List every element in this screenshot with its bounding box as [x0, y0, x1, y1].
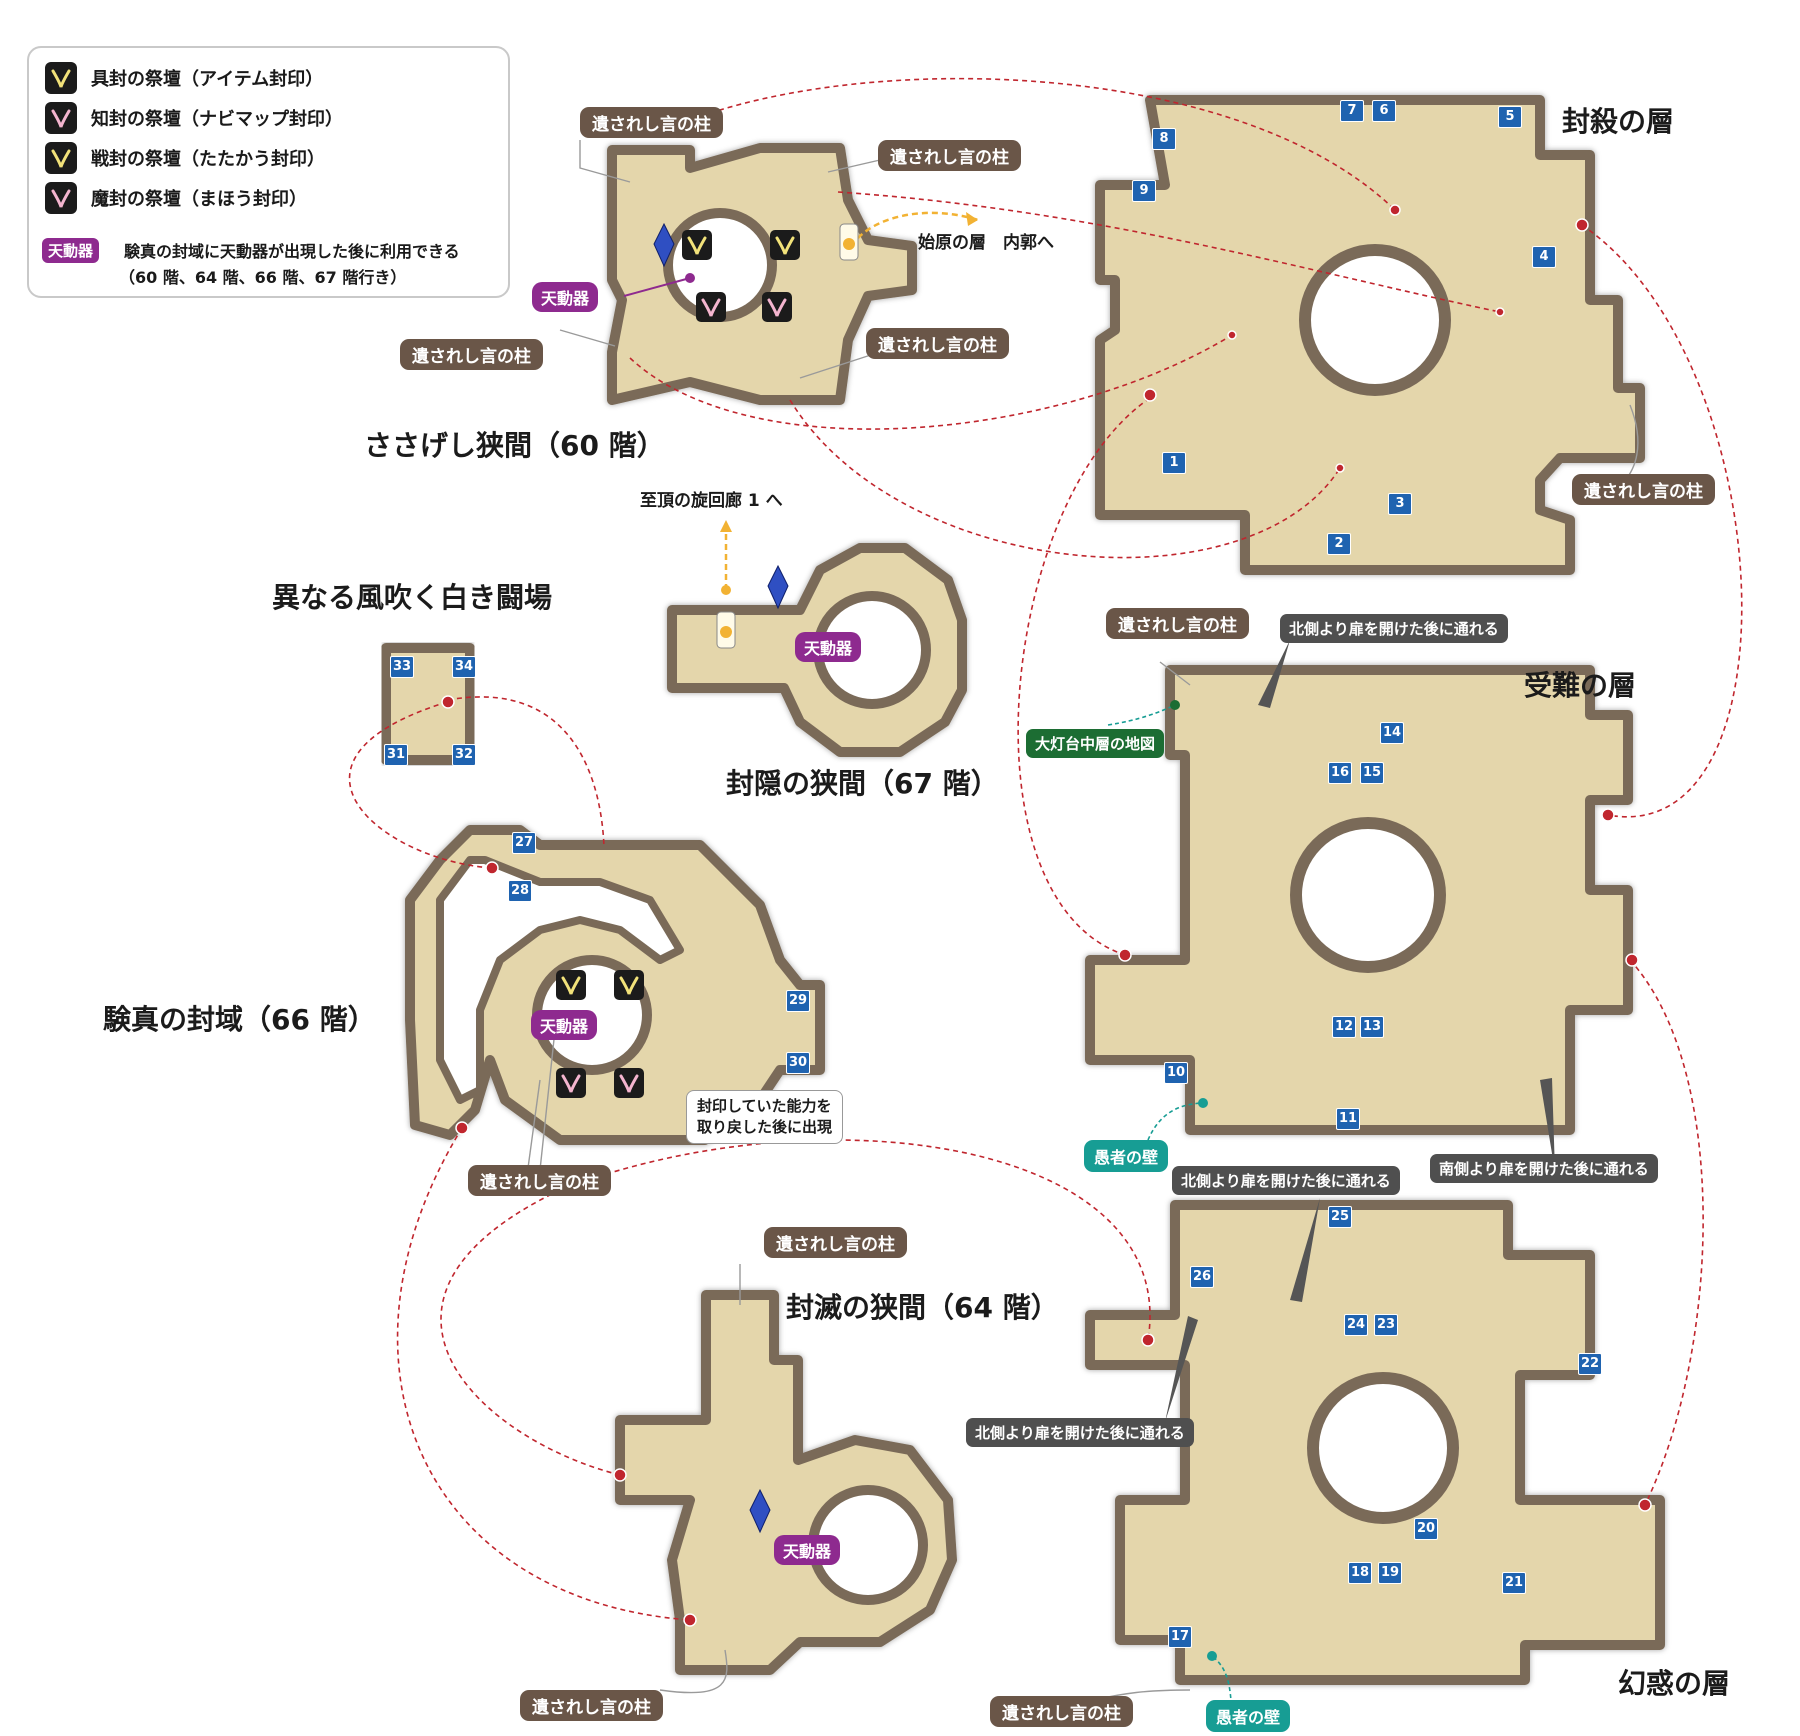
- legend-label: 知封の祭壇（ナビマップ封印）: [91, 109, 343, 130]
- legend-item-fight-seal: 戦封の祭壇（たたかう封印）: [45, 140, 325, 176]
- chest-number: 14: [1380, 722, 1404, 744]
- pillar-label: 遺されし言の柱: [400, 339, 543, 370]
- floor-title-60: ささげし狭間（60 階）: [364, 429, 665, 462]
- chest-number: 11: [1336, 1108, 1360, 1130]
- floor-title-66: 験真の封域（66 階）: [103, 1003, 376, 1036]
- chest-number: 25: [1328, 1206, 1352, 1228]
- altar-icon: [45, 102, 77, 134]
- map-item-label: 大灯台中層の地図: [1026, 729, 1165, 758]
- chest-number: 22: [1578, 1353, 1602, 1375]
- chest-number: 9: [1132, 180, 1156, 202]
- chest-number: 2: [1327, 533, 1351, 555]
- pillar-label: 遺されし言の柱: [764, 1227, 907, 1258]
- chest-number: 23: [1374, 1314, 1398, 1336]
- legend-note-line2: （60 階、64 階、66 階、67 階行き）: [119, 268, 407, 287]
- floor-title-arena: 異なる風吹く白き闘場: [272, 581, 553, 614]
- floor-title-genwaku: 幻惑の層: [1618, 1667, 1731, 1700]
- chest-number: 4: [1532, 246, 1556, 268]
- pillar-label: 遺されし言の柱: [878, 140, 1021, 171]
- floor-title-64: 封滅の狭間（64 階）: [786, 1291, 1059, 1324]
- floor-title-67: 封隠の狭間（67 階）: [726, 767, 999, 800]
- chest-number: 31: [384, 744, 408, 766]
- pillar-label: 遺されし言の柱: [990, 1696, 1133, 1727]
- chest-number: 21: [1502, 1572, 1526, 1594]
- floor-64-map: [615, 1290, 957, 1675]
- fool-wall-label: 愚者の壁: [1084, 1140, 1169, 1172]
- south-door-label: 南側より扉を開けた後に通れる: [1430, 1154, 1658, 1183]
- chest-number: 16: [1328, 762, 1352, 784]
- chest-number: 24: [1344, 1314, 1368, 1336]
- genwaku-map: [1085, 1200, 1665, 1685]
- legend-tendoki-tag: 天動器: [42, 238, 100, 263]
- floor-title-junan: 受難の層: [1524, 669, 1637, 702]
- chest-number: 19: [1378, 1562, 1402, 1584]
- legend-label: 具封の祭壇（アイテム封印）: [91, 69, 324, 90]
- pillar-label: 遺されし言の柱: [1106, 608, 1249, 639]
- chest-number: 7: [1340, 100, 1364, 122]
- chest-number: 3: [1388, 493, 1412, 515]
- tendoki-label: 天動器: [795, 632, 862, 662]
- tendoki-label: 天動器: [532, 282, 599, 312]
- appear-note-line2: 取り戻した後に出現: [697, 1118, 833, 1136]
- fool-wall-label: 愚者の壁: [1206, 1700, 1291, 1732]
- pillar-label: 遺されし言の柱: [468, 1165, 611, 1196]
- chest-number: 1: [1162, 452, 1186, 474]
- north-door-label: 北側より扉を開けた後に通れる: [1280, 614, 1508, 643]
- crystal-icon: [653, 222, 789, 1534]
- legend: 具封の祭壇（アイテム封印） 知封の祭壇（ナビマップ封印） 戦封の祭壇（たたかう封…: [27, 46, 510, 298]
- chest-number: 10: [1164, 1062, 1188, 1084]
- chest-number: 32: [452, 744, 476, 766]
- pillar-label: 遺されし言の柱: [866, 328, 1009, 359]
- chest-number: 5: [1498, 106, 1522, 128]
- legend-item-map-seal: 知封の祭壇（ナビマップ封印）: [45, 100, 343, 136]
- chest-number: 27: [512, 832, 536, 854]
- chest-number: 12: [1332, 1016, 1356, 1038]
- floor-60-map: [607, 143, 917, 405]
- legend-label: 魔封の祭壇（まほう封印）: [91, 189, 307, 210]
- chest-number: 34: [452, 656, 476, 678]
- legend-label: 戦封の祭壇（たたかう封印）: [91, 149, 325, 170]
- legend-item-item-seal: 具封の祭壇（アイテム封印）: [45, 60, 323, 96]
- chest-number: 6: [1372, 100, 1396, 122]
- legend-note-line1: 験真の封域に天動器が出現した後に利用できる: [124, 242, 460, 261]
- altar-icon: [45, 182, 77, 214]
- chest-number: 17: [1168, 1626, 1192, 1648]
- junan-map: [1085, 665, 1633, 1135]
- altar-icon: [45, 62, 77, 94]
- chest-number: 13: [1360, 1016, 1384, 1038]
- pillar-label: 遺されし言の柱: [520, 1690, 663, 1721]
- appear-note: 封印していた能力を 取り戻した後に出現: [686, 1090, 844, 1144]
- floor-title-fusatsu: 封殺の層: [1562, 105, 1675, 138]
- tendoki-label: 天動器: [531, 1010, 598, 1040]
- chest-number: 29: [786, 990, 810, 1012]
- exit-inner: 始原の層 内郭へ: [918, 233, 1054, 253]
- pillar-label: 遺されし言の柱: [580, 107, 723, 138]
- pillar-label: 遺されし言の柱: [1572, 474, 1715, 505]
- tendoki-label: 天動器: [774, 1535, 841, 1565]
- fusatsu-map: [1095, 95, 1645, 575]
- chest-number: 20: [1414, 1518, 1438, 1540]
- warp-points: [441, 204, 1652, 1627]
- chest-number: 30: [786, 1052, 810, 1074]
- exit-summit: 至頂の旋回廊 1 へ: [640, 491, 783, 511]
- north-door-label: 北側より扉を開けた後に通れる: [966, 1418, 1194, 1447]
- north-door-label: 北側より扉を開けた後に通れる: [1172, 1166, 1400, 1195]
- appear-note-line1: 封印していた能力を: [697, 1097, 832, 1115]
- altar-icon: [45, 142, 77, 174]
- door-pointers: [1165, 640, 1555, 1422]
- chest-number: 15: [1360, 762, 1384, 784]
- chest-number: 8: [1152, 128, 1176, 150]
- lantern-icon: [716, 223, 859, 649]
- chest-number: 28: [508, 880, 532, 902]
- warp-lines: [348, 77, 1743, 1621]
- exit-arrows: [724, 211, 979, 590]
- chest-number: 26: [1190, 1266, 1214, 1288]
- chest-number: 18: [1348, 1562, 1372, 1584]
- chest-number: 33: [390, 656, 414, 678]
- legend-item-magic-seal: 魔封の祭壇（まほう封印）: [45, 180, 307, 216]
